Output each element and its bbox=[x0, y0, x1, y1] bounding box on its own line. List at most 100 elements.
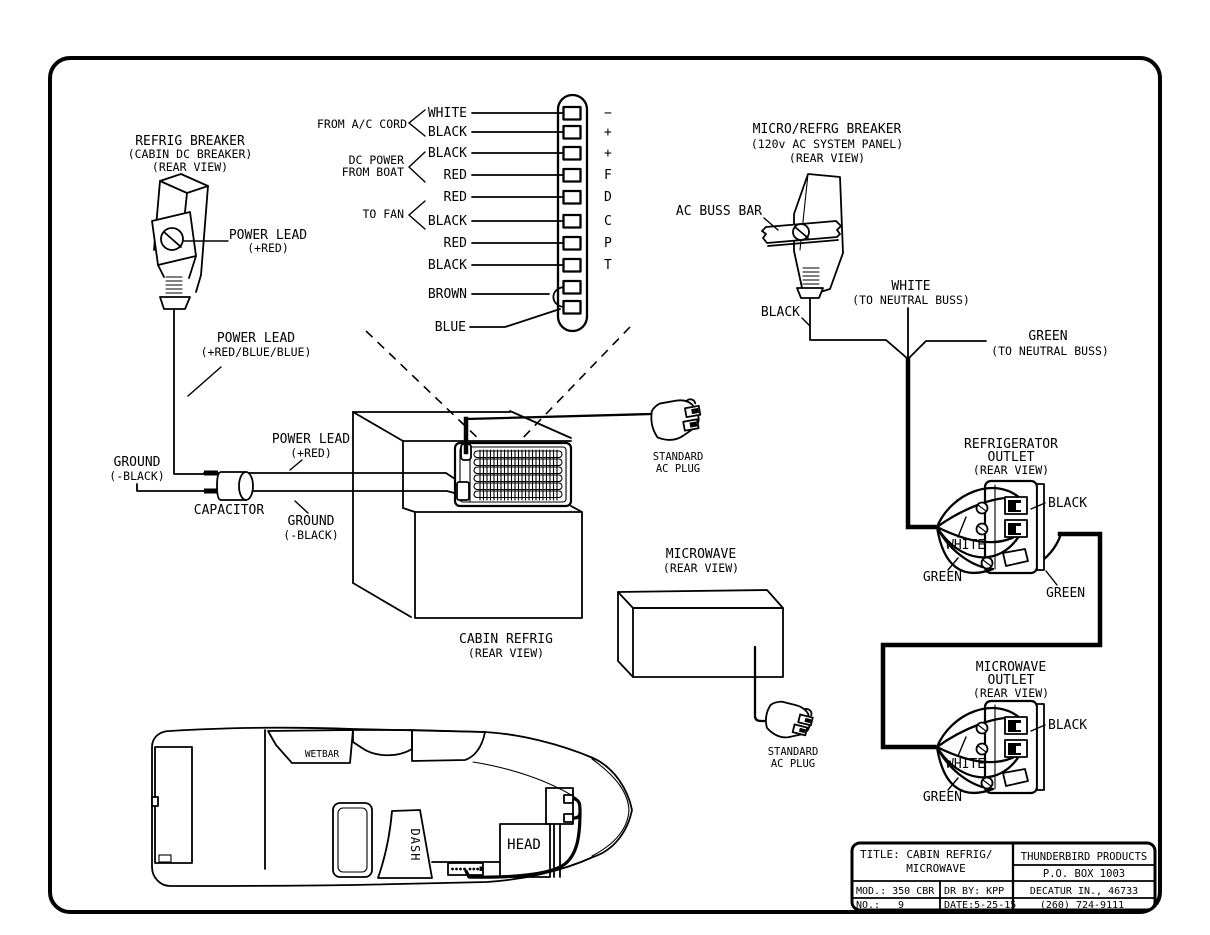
wire-refrig-to-micro-outlet bbox=[880, 531, 1103, 750]
wire-lead-marker-bottom bbox=[204, 488, 218, 494]
micro-outlet-icon bbox=[935, 699, 1046, 795]
refrig-outlet-group: REFRIGERATOR OUTLET (REAR VIEW) BLACK WH… bbox=[923, 437, 1087, 601]
bracket-dc-power bbox=[407, 151, 426, 183]
refrig-outlet-black-leader bbox=[1030, 502, 1046, 510]
cabin-refrig-drawing bbox=[352, 410, 583, 619]
terminal-letter: + bbox=[604, 146, 612, 161]
title-block-no-value: 9 bbox=[898, 900, 904, 911]
dc-breaker-drawing bbox=[151, 173, 209, 310]
dc-breaker-title: REFRIG BREAKER bbox=[135, 134, 245, 149]
dc-panel-icon bbox=[447, 862, 484, 876]
windshield-right bbox=[411, 729, 486, 762]
micro-outlet-title2: OUTLET bbox=[988, 673, 1035, 688]
terminal-letter: D bbox=[604, 190, 612, 205]
group-label-to-fan: TO FAN bbox=[362, 207, 404, 221]
white-neutral-sub: (TO NEUTRAL BUSS) bbox=[852, 293, 970, 307]
wetbar-outline bbox=[267, 729, 354, 764]
wire-feed-refrig-outlet bbox=[905, 356, 937, 530]
plug-refrig-label1: STANDARD bbox=[653, 451, 704, 463]
title-block-address: P.O. BOX 1003 bbox=[1043, 868, 1125, 880]
ac-breaker-group: MICRO/REFRG BREAKER (120v AC SYSTEM PANE… bbox=[676, 122, 1109, 360]
transom-latch bbox=[151, 796, 159, 807]
microwave-drawing bbox=[617, 589, 784, 678]
refrig-outlet-black: BLACK bbox=[1048, 496, 1087, 511]
bracket-to-fan bbox=[407, 200, 426, 230]
wire-label: RED bbox=[444, 168, 468, 183]
title-block-model: MOD.: 350 CBR bbox=[856, 886, 935, 897]
title-block-date: DATE:5-25-15 bbox=[944, 900, 1016, 911]
power-lead-mid-label: POWER LEAD bbox=[272, 432, 350, 447]
terminal-connector-group: WHITE BLACK BLACK RED RED BLACK RED BLAC… bbox=[317, 93, 612, 335]
head-label: HEAD bbox=[507, 837, 541, 853]
ac-black-label: BLACK bbox=[761, 305, 800, 320]
title-block-drawn-by: DR BY: KPP bbox=[944, 886, 1004, 897]
refrig-outlet-white-leader bbox=[957, 516, 967, 538]
dc-power-lead-bottom-label: POWER LEAD bbox=[217, 331, 295, 346]
micro-outlet-black-leader bbox=[1030, 724, 1046, 732]
wire-label: RED bbox=[444, 236, 468, 251]
seat-box-inner bbox=[337, 807, 368, 873]
refrig-outlet-white: WHITE bbox=[946, 538, 985, 553]
wire-ground-left bbox=[136, 483, 205, 492]
microwave-view: (REAR VIEW) bbox=[663, 561, 739, 575]
wire-label: BLACK bbox=[428, 146, 467, 161]
dc-breaker-group: REFRIG BREAKER (CABIN DC BREAKER) (REAR … bbox=[128, 134, 311, 475]
ac-buss-bar-label: AC BUSS BAR bbox=[676, 204, 762, 219]
dc-breaker-view: (REAR VIEW) bbox=[152, 160, 228, 174]
title-block-no-label: NO.: bbox=[856, 900, 880, 911]
power-lead-mid-sub: (+RED) bbox=[290, 446, 332, 460]
group-label-ac-cord: FROM A/C CORD bbox=[317, 117, 407, 131]
terminal-letter: T bbox=[604, 258, 612, 273]
microwave-label: MICROWAVE bbox=[666, 547, 736, 562]
ground-mid-sub: (-BLACK) bbox=[283, 528, 338, 542]
wetbar-label: WETBAR bbox=[305, 749, 340, 760]
coaming-line bbox=[472, 761, 577, 799]
cabin-refrig-view: (REAR VIEW) bbox=[468, 646, 544, 660]
plug-refrig-label2: AC PLUG bbox=[656, 463, 700, 475]
micro-outlet-green-leader bbox=[947, 777, 959, 791]
wire-ac-green bbox=[907, 340, 987, 360]
microwave-group: MICROWAVE (REAR VIEW) STANDARD AC PLUG bbox=[617, 547, 818, 770]
title-block-title: TITLE: CABIN REFRIG/ bbox=[860, 848, 992, 861]
terminal-letter: F bbox=[604, 168, 612, 183]
ac-panel-icon bbox=[545, 787, 574, 825]
title-block-title2: MICROWAVE bbox=[906, 862, 966, 875]
page-border bbox=[48, 56, 1162, 914]
connector-terminal-boxes bbox=[562, 105, 582, 315]
white-neutral-label: WHITE bbox=[891, 279, 930, 294]
windshield-left bbox=[352, 729, 413, 757]
dash-label: DASH bbox=[408, 829, 422, 862]
refrig-outlet-green-left: GREEN bbox=[923, 570, 962, 585]
terminal-letter: + bbox=[604, 125, 612, 140]
condenser-coil bbox=[453, 441, 573, 508]
wire-label: BLACK bbox=[428, 214, 467, 229]
green-neutral-sub: (TO NEUTRAL BUSS) bbox=[991, 344, 1109, 358]
ac-breaker-title: MICRO/REFRG BREAKER bbox=[753, 122, 902, 137]
refrig-outlet-green-right-leader bbox=[1045, 570, 1058, 586]
dc-circuit-group: GROUND (-BLACK) CAPACITOR POWER LEAD (+R… bbox=[109, 432, 459, 542]
microwave-cord bbox=[753, 645, 769, 723]
refrig-outlet-title2: OUTLET bbox=[988, 450, 1035, 465]
terminal-letter: − bbox=[604, 106, 612, 121]
micro-outlet-title: MICROWAVE bbox=[976, 660, 1046, 675]
ac-buss-bar-leader bbox=[763, 217, 779, 231]
micro-outlet-green: GREEN bbox=[923, 790, 962, 805]
stern-detail bbox=[158, 854, 172, 863]
ac-breaker-drawing bbox=[761, 173, 844, 299]
terminal-letter: C bbox=[604, 214, 612, 229]
dc-power-lead-bottom-leader bbox=[187, 366, 222, 397]
wire-label: BLUE bbox=[435, 320, 466, 335]
group-label-dc-power2: FROM BOAT bbox=[342, 165, 404, 179]
zoom-dash-right bbox=[517, 326, 631, 444]
ac-breaker-view: (REAR VIEW) bbox=[789, 151, 865, 165]
wire-label: BROWN bbox=[428, 287, 467, 302]
ground-mid-leader bbox=[294, 500, 309, 514]
bracket-ac-cord bbox=[407, 109, 426, 137]
ac-breaker-subtitle: (120v AC SYSTEM PANEL) bbox=[751, 137, 903, 151]
refrig-ac-cord bbox=[464, 412, 654, 421]
zoom-dash-left bbox=[365, 330, 484, 444]
refrig-outlet-title: REFRIGERATOR bbox=[964, 437, 1058, 452]
dc-power-lead-top-label: POWER LEAD bbox=[229, 228, 307, 243]
